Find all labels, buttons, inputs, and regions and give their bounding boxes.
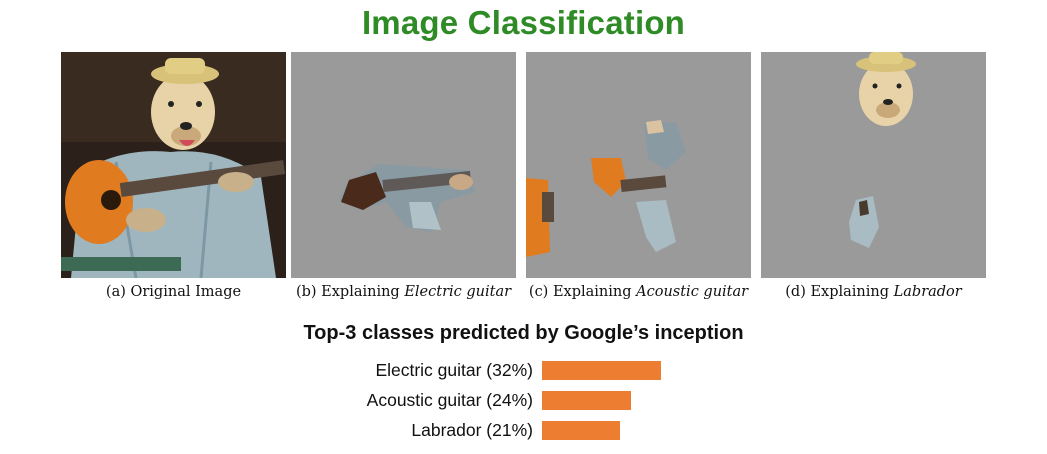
caption-prefix: (b) Explaining [295,284,400,300]
page-title: Image Classification [361,4,686,41]
predictions-title: Top-3 classes predicted by Google’s ince… [303,322,744,344]
bar-acoustic-guitar [542,391,632,410]
caption-electric-guitar: (b) Explaining Electric guitar [286,284,521,300]
caption-prefix: (a) Original Image [105,284,242,300]
caption-acoustic-guitar: (c) Explaining Acoustic guitar [521,284,756,300]
caption-prefix: (c) Explaining [528,284,632,300]
caption-prefix: (d) Explaining [785,284,890,300]
explanation-labrador [761,52,986,278]
caption-class: Labrador [893,284,962,300]
original-image [61,52,286,278]
caption-labrador: (d) Explaining Labrador [761,284,986,300]
caption-class: Electric guitar [404,284,512,300]
caption-original: (a) Original Image [61,284,286,300]
bar-electric-guitar [542,361,662,380]
caption-class: Acoustic guitar [636,284,749,300]
bar-label-electric-guitar: Electric guitar (32%) [375,360,533,380]
explanation-electric-guitar [291,52,516,278]
bar-labrador [542,421,621,440]
bar-label-acoustic-guitar: Acoustic guitar (24%) [366,390,533,410]
explanation-acoustic-guitar [526,52,751,278]
bar-label-labrador: Labrador (21%) [411,420,533,440]
